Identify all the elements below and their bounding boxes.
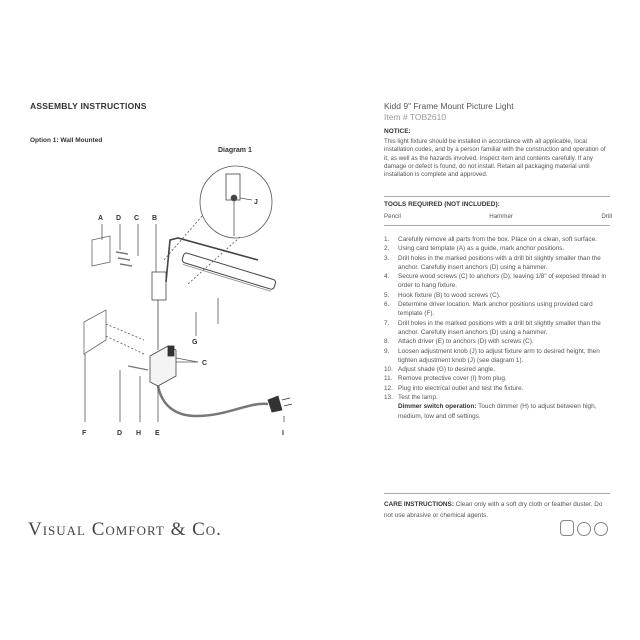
step-text: Secure wood screws (C) to anchors (D), l… [398,273,607,290]
mount-bracket [151,271,167,301]
step-number: 3. [384,254,390,262]
step-text: Adjust shade (G) to desired angle. [398,366,495,374]
tools-heading: TOOLS REQUIRED (NOT INCLUDED): [384,201,500,208]
certification-badge [577,522,591,536]
brand-logo: Visual Comfort & Co. [28,519,222,540]
instruction-step: 10. Adjust shade (G) to desired angle. [384,365,612,374]
care-heading: CARE INSTRUCTIONS: [384,501,454,508]
assembly-diagram: Diagram 1 J A D C B G C F D H E I [82,147,293,437]
instruction-step: 1. Carefully remove all parts from the bo… [384,235,612,244]
item-number: Item # TOB2610 [384,112,447,122]
label-f: F [82,430,87,437]
step-number: 2. [384,245,390,253]
step-text: Drill holes in the marked positions with… [398,254,601,271]
instruction-step: 6. Determine driver location. Mark anchor… [384,300,612,319]
label-a: A [98,215,103,222]
instruction-step: 5. Hook fixture (B) to wood screws (C). [384,291,612,300]
care-text: Clean only with a soft dry cloth or feat… [384,501,603,519]
step-number: 10. [384,366,393,374]
instruction-step: 12. Plug into electrical outlet and test … [384,384,612,393]
dimmer-heading: Dimmer switch operation: [398,403,477,411]
tool-pencil: Pencil [384,213,401,220]
divider [384,493,610,494]
step-number: 11. [384,375,393,383]
step-text: Loosen adjustment knob (J) to adjust fix… [398,347,600,364]
instruction-step: 11. Remove protective cover (I) from plug… [384,374,612,383]
notice-body: This light fixture should be installed i… [384,138,606,179]
certification-badge [594,522,608,536]
instruction-step: 3. Drill holes in the marked positions wi… [384,254,612,273]
divider [384,196,610,197]
label-c2: C [202,360,207,367]
certification-badge [560,520,574,536]
step-text: Drill holes in the marked positions with… [398,319,601,336]
label-d: D [116,215,121,222]
instruction-step: 2. Using card template (A) as a guide, ma… [384,244,612,253]
divider [384,225,610,226]
tool-drill: Drill [601,213,612,220]
assembly-heading: ASSEMBLY INSTRUCTIONS [30,101,147,111]
wall-template [83,309,107,355]
notice-heading: NOTICE: [384,128,411,135]
dimmer-instruction: Dimmer switch operation: Touch dimmer (H… [384,402,612,421]
step-number: 9. [384,347,390,355]
step-number: 4. [384,273,390,281]
step-number: 6. [384,301,390,309]
step-text: Hook fixture (B) to wood screws (C). [398,291,501,299]
label-b: B [152,215,157,222]
step-number: 8. [384,338,390,346]
step-text: Using card template (A) as a guide, mark… [398,245,565,253]
lamp-shade [181,252,276,292]
label-i: I [282,430,284,437]
detail-circle [199,165,273,239]
diagram-title: Diagram 1 [218,147,252,154]
step-text: Remove protective cover (I) from plug. [398,375,507,383]
step-number: 5. [384,291,390,299]
care-instructions: CARE INSTRUCTIONS: Clean only with a sof… [384,499,612,521]
label-h: H [136,430,141,437]
step-number: 13. [384,394,393,402]
instruction-step: 4. Secure wood screws (C) to anchors (D),… [384,272,612,291]
product-title: Kidd 9" Frame Mount Picture Light [384,101,514,111]
label-e: E [155,430,160,437]
step-number: 7. [384,319,390,327]
label-c: C [134,215,139,222]
option-heading: Option 1: Wall Mounted [30,137,103,144]
label-d2: D [117,430,122,437]
dimmer-text: Touch dimmer (H) to adjust between high,… [398,403,597,420]
tool-hammer: Hammer [489,213,513,220]
step-text: Plug into electrical outlet and test the… [398,384,524,392]
diagram-label-j: J [254,199,258,206]
label-g: G [192,339,198,346]
card-template [91,235,111,267]
power-cord [156,385,269,418]
instruction-steps: 1. Carefully remove all parts from the bo… [384,235,612,421]
step-number: 1. [384,236,390,243]
step-text: Determine driver location. Mark anchor p… [398,301,593,318]
step-text: Attach driver (E) to anchors (D) with sc… [398,338,534,346]
instruction-step: 7. Drill holes in the marked positions wi… [384,319,612,338]
step-text: Test the lamp. [398,394,438,402]
instruction-step: 8. Attach driver (E) to anchors (D) with … [384,337,612,346]
instruction-step: 13. Test the lamp. [384,393,612,402]
instruction-step: 9. Loosen adjustment knob (J) to adjust f… [384,347,612,366]
tools-list: Pencil Hammer Drill [384,213,612,220]
step-number: 12. [384,384,393,392]
step-text: Carefully remove all parts from the box.… [398,236,597,243]
